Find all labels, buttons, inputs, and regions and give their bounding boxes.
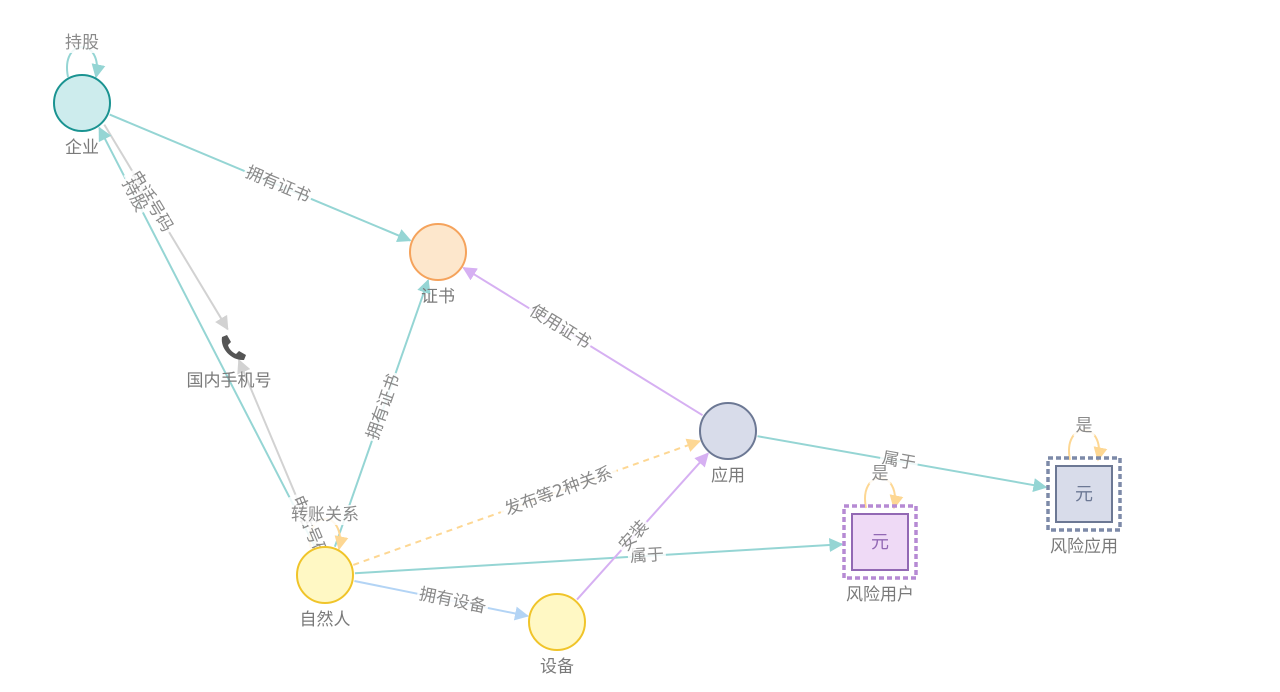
node-highlight-frame — [1046, 456, 1122, 532]
edge-label: 持股 — [63, 33, 101, 53]
edge-label-text: 使用证书 — [526, 300, 595, 354]
edge-label-background — [497, 461, 620, 522]
edge-label-background — [63, 33, 101, 53]
node-label: 自然人 — [300, 610, 351, 630]
node-label: 证书 — [421, 287, 455, 307]
edge-label-background — [869, 464, 891, 484]
node-highlight-frame — [842, 504, 918, 580]
edge-label-background — [627, 544, 667, 568]
node-square[interactable] — [851, 513, 909, 571]
node-label: 风险用户 — [846, 585, 914, 605]
edge-label-background — [613, 515, 655, 557]
edge-label-text: 属于 — [629, 545, 664, 567]
node-person[interactable]: 自然人 — [296, 546, 354, 630]
edge-label-text: 拥有设备 — [417, 584, 488, 617]
edge-label-text: 拥有证书 — [363, 372, 404, 443]
edge-label-text: 是 — [1076, 416, 1093, 436]
edge-label: 是 — [1073, 416, 1095, 436]
node-circle[interactable] — [53, 74, 111, 132]
edge-label-text: 是 — [872, 464, 889, 484]
node-circle[interactable] — [699, 402, 757, 460]
node-circle[interactable] — [528, 593, 586, 651]
edge-label: 拥有证书 — [362, 369, 406, 445]
edge-label: 拥有设备 — [415, 583, 490, 618]
edge-label-background — [240, 161, 315, 209]
edge-label-background — [116, 174, 152, 218]
edge-label: 是 — [869, 464, 891, 484]
relationship-edge[interactable] — [354, 538, 844, 575]
node-label: 应用 — [711, 466, 745, 486]
edge-label-background — [415, 583, 490, 618]
node-device[interactable]: 设备 — [528, 593, 586, 677]
node-enterprise[interactable]: 企业 — [53, 74, 111, 158]
edge-label-background — [362, 369, 406, 445]
edge-label: 持股 — [116, 174, 152, 218]
edge-label-background — [1073, 416, 1095, 436]
edge-label: 转账关系 — [289, 505, 361, 525]
edge-label: 使用证书 — [523, 299, 596, 355]
edge-label-background — [523, 299, 596, 355]
yuan-icon: 元 — [871, 532, 889, 553]
node-label: 企业 — [65, 138, 99, 158]
edge-label: 拥有证书 — [240, 161, 315, 209]
edge-labels-layer: 持股拥有证书电话号码持股电话号码拥有证书使用证书属于转账关系发布等2种关系属于拥… — [63, 33, 1095, 618]
node-label: 设备 — [540, 657, 574, 677]
edge-label-background — [289, 505, 361, 525]
node-app[interactable]: 应用 — [699, 402, 757, 486]
edge-label-text: 转账关系 — [291, 505, 359, 525]
yuan-icon: 元 — [1075, 484, 1093, 505]
node-phone[interactable]: 国内手机号 — [187, 335, 272, 391]
edge-label-text: 发布等2种关系 — [502, 463, 615, 520]
phone-icon[interactable] — [221, 335, 246, 361]
edge-label: 属于 — [627, 544, 667, 568]
edge-label-text: 拥有证书 — [243, 163, 313, 208]
node-label: 风险应用 — [1050, 537, 1118, 557]
node-square[interactable] — [1055, 465, 1113, 523]
node-circle[interactable] — [409, 223, 467, 281]
edge-label: 发布等2种关系 — [497, 461, 620, 522]
node-circle[interactable] — [296, 546, 354, 604]
node-certificate[interactable]: 证书 — [409, 223, 467, 307]
node-label: 国内手机号 — [187, 371, 272, 391]
edge-label-text: 持股 — [65, 33, 99, 53]
